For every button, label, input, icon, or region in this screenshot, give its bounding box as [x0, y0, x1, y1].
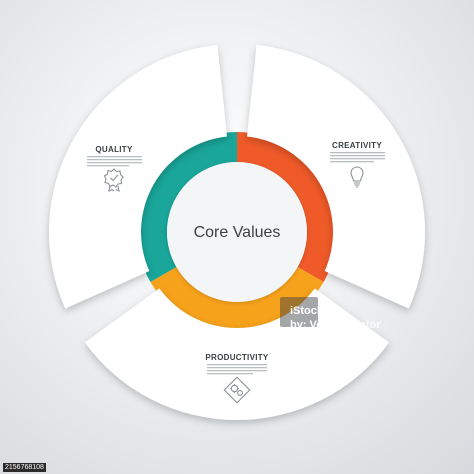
segment-panels: [49, 45, 425, 420]
center-label: Core Values: [194, 224, 281, 241]
segment-title-quality: QUALITY: [95, 145, 133, 154]
segment-title-creativity: CREATIVITY: [332, 141, 382, 150]
lightbulb-icon: [350, 166, 364, 188]
panel-productivity: [84, 288, 390, 420]
panel-quality: [49, 45, 227, 309]
segment-productivity-text-lines: [207, 364, 267, 375]
ring-segment-productivity: [150, 267, 324, 332]
panel-creativity: [247, 45, 425, 309]
stock-id: 2156768108: [3, 463, 46, 472]
watermark: iStock by: Vectorcreator: [280, 297, 381, 331]
segment-title-productivity: PRODUCTIVITY: [205, 353, 269, 362]
center-circle: [167, 162, 307, 302]
segment-quality-text-lines: [87, 156, 142, 167]
watermark-credit: by: Vectorcreator: [290, 319, 381, 331]
segment-productivity: PRODUCTIVITY: [205, 353, 269, 404]
quality-badge-icon: [103, 168, 124, 192]
segment-quality: QUALITY: [87, 145, 142, 192]
segment-creativity-text-lines: [330, 152, 385, 163]
segment-creativity: CREATIVITY: [330, 141, 385, 188]
watermark-brand: iStock: [290, 305, 324, 317]
gears-icon: [223, 376, 251, 404]
